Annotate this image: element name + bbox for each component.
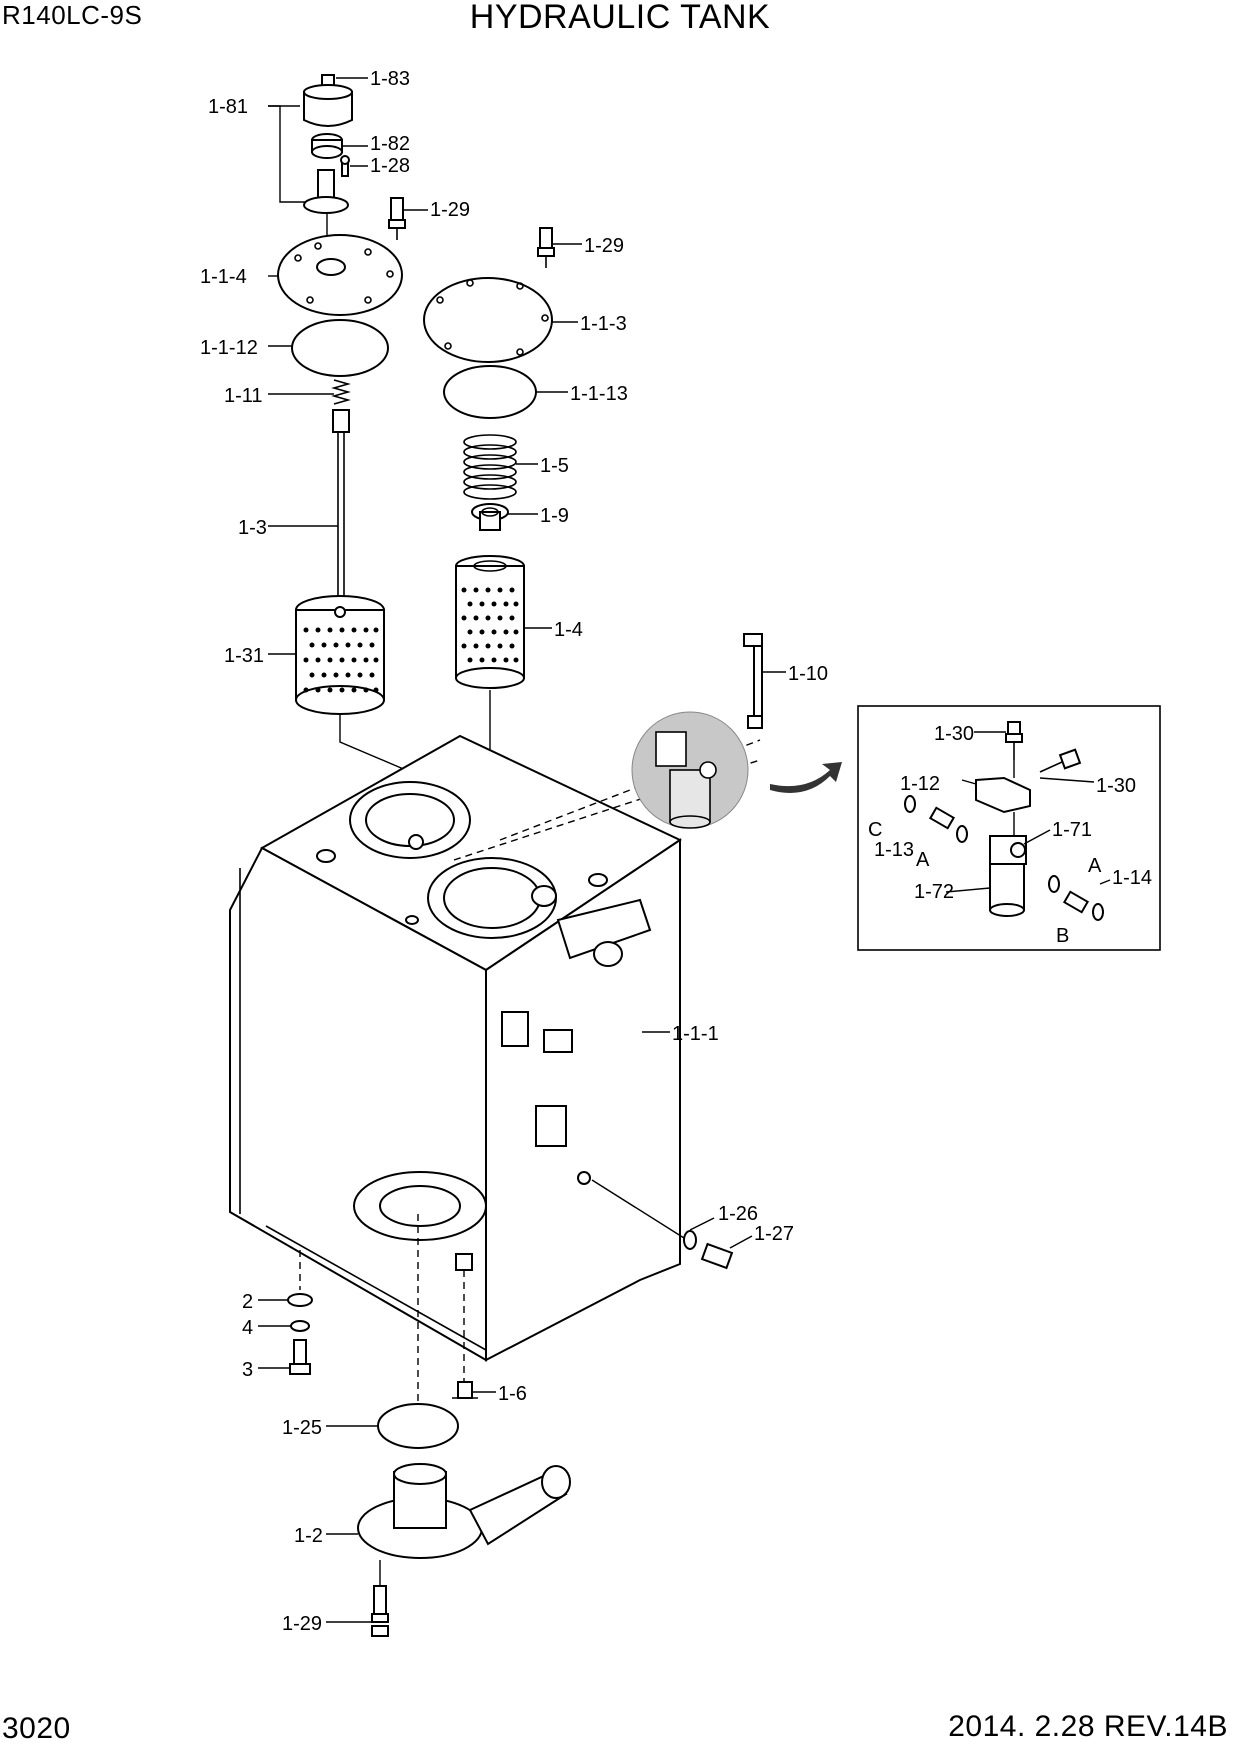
callout-3: 3 <box>242 1359 253 1381</box>
bolt-part-1-29-right <box>537 227 555 268</box>
callout-2: 2 <box>242 1291 253 1313</box>
callout-1-6: 1-6 <box>498 1383 527 1405</box>
rod-part-1-3 <box>332 409 350 600</box>
callout-1-3: 1-3 <box>238 517 267 539</box>
callout-4: 4 <box>242 1317 253 1339</box>
callout-1-31: 1-31 <box>224 645 264 667</box>
callout-1-82: 1-82 <box>370 133 410 155</box>
callout-1-30-top: 1-30 <box>934 723 974 745</box>
callout-1-81: 1-81 <box>208 96 248 118</box>
detail-bracket-1-12 <box>975 776 1031 814</box>
o-ring-part-1-1-12 <box>291 319 389 377</box>
port-label-a-right: A <box>1088 855 1102 877</box>
suction-pipe-part-1-2 <box>357 1463 571 1559</box>
callout-1-9: 1-9 <box>540 505 569 527</box>
tank-body-part-1-1-1 <box>229 734 683 1362</box>
cover-plate-part-1-1-3 <box>423 277 553 363</box>
callout-1-30-side: 1-30 <box>1096 775 1136 797</box>
washer-part-2 <box>287 1293 313 1307</box>
detail-pointer-arrow <box>770 762 842 793</box>
callout-1-4: 1-4 <box>554 619 583 641</box>
callout-1-26: 1-26 <box>718 1203 758 1225</box>
callout-1-2: 1-2 <box>294 1525 323 1547</box>
callout-1-71: 1-71 <box>1052 819 1092 841</box>
diagram-title: HYDRAULIC TANK <box>469 0 771 36</box>
detail-filter-bowl-1-72 <box>989 863 1025 917</box>
detail-bolt-1-30-top <box>1005 721 1023 760</box>
callout-1-29-left: 1-29 <box>430 199 470 221</box>
spring-part-1-5 <box>463 434 517 500</box>
callout-1-1-1: 1-1-1 <box>672 1023 719 1045</box>
port-label-c: C <box>868 819 882 841</box>
callout-1-5: 1-5 <box>540 455 569 477</box>
callout-labels: 1-83 1-81 1-82 1-28 1-29 1-29 1-1-4 1-1-… <box>200 68 1152 1635</box>
callout-1-14: 1-14 <box>1112 867 1152 889</box>
port-label-b: B <box>1056 925 1069 947</box>
breather-element-part-1-82 <box>311 133 343 159</box>
cover-plate-part-1-1-4 <box>277 234 403 316</box>
detail-bolt-1-30-side <box>1039 748 1082 773</box>
lock-washer-part-4 <box>290 1320 310 1332</box>
page-number: 3020 <box>2 1712 71 1745</box>
model-number: R140LC-9S <box>2 0 143 30</box>
callout-1-28: 1-28 <box>370 155 410 177</box>
callout-1-1-12: 1-1-12 <box>200 337 258 359</box>
detail-filter-head-1-71 <box>989 835 1027 865</box>
callout-1-1-13: 1-1-13 <box>570 383 628 405</box>
o-ring-part-1-26 <box>683 1230 697 1250</box>
callout-1-12: 1-12 <box>900 773 940 795</box>
level-gauge-part-1-10 <box>743 633 763 729</box>
detail-fitting-1-13 <box>904 795 968 843</box>
drain-plug-part-1-6 <box>452 1381 478 1399</box>
breather-base-part-1-81 <box>303 169 349 214</box>
callout-1-83: 1-83 <box>370 68 410 90</box>
bolt-part-1-29-bottom <box>371 1585 389 1637</box>
spring-part-1-11 <box>331 379 351 405</box>
callout-1-13: 1-13 <box>874 839 914 861</box>
callout-1-1-4: 1-1-4 <box>200 266 247 288</box>
bypass-valve-part-1-9 <box>471 503 509 531</box>
callout-1-72: 1-72 <box>914 881 954 903</box>
bolt-part-1-29-left <box>388 197 406 240</box>
callout-1-25: 1-25 <box>282 1417 322 1439</box>
leader-lines <box>258 77 1111 1623</box>
port-label-a-left: A <box>916 849 930 871</box>
detail-fitting-1-14 <box>1048 875 1104 921</box>
sensor-part-1-27 <box>700 1242 734 1270</box>
filter-element-part-1-4 <box>455 555 525 689</box>
o-ring-part-1-25 <box>377 1403 459 1449</box>
bolt-part-3 <box>289 1339 311 1375</box>
callout-1-29-right: 1-29 <box>584 235 624 257</box>
screw-part-1-28 <box>340 155 350 177</box>
detail-zoom-circle <box>631 711 749 829</box>
filter-element-part-1-31 <box>295 595 385 715</box>
callout-1-29-bottom: 1-29 <box>282 1613 322 1635</box>
callout-1-27: 1-27 <box>754 1223 794 1245</box>
callout-1-10: 1-10 <box>788 663 828 685</box>
callout-1-1-3: 1-1-3 <box>580 313 627 335</box>
o-ring-part-1-1-13 <box>443 365 537 419</box>
callout-1-11: 1-11 <box>224 385 263 407</box>
date-revision: 2014. 2.28 REV.14B <box>948 1710 1228 1743</box>
breather-cap-part-1-83 <box>303 74 353 127</box>
